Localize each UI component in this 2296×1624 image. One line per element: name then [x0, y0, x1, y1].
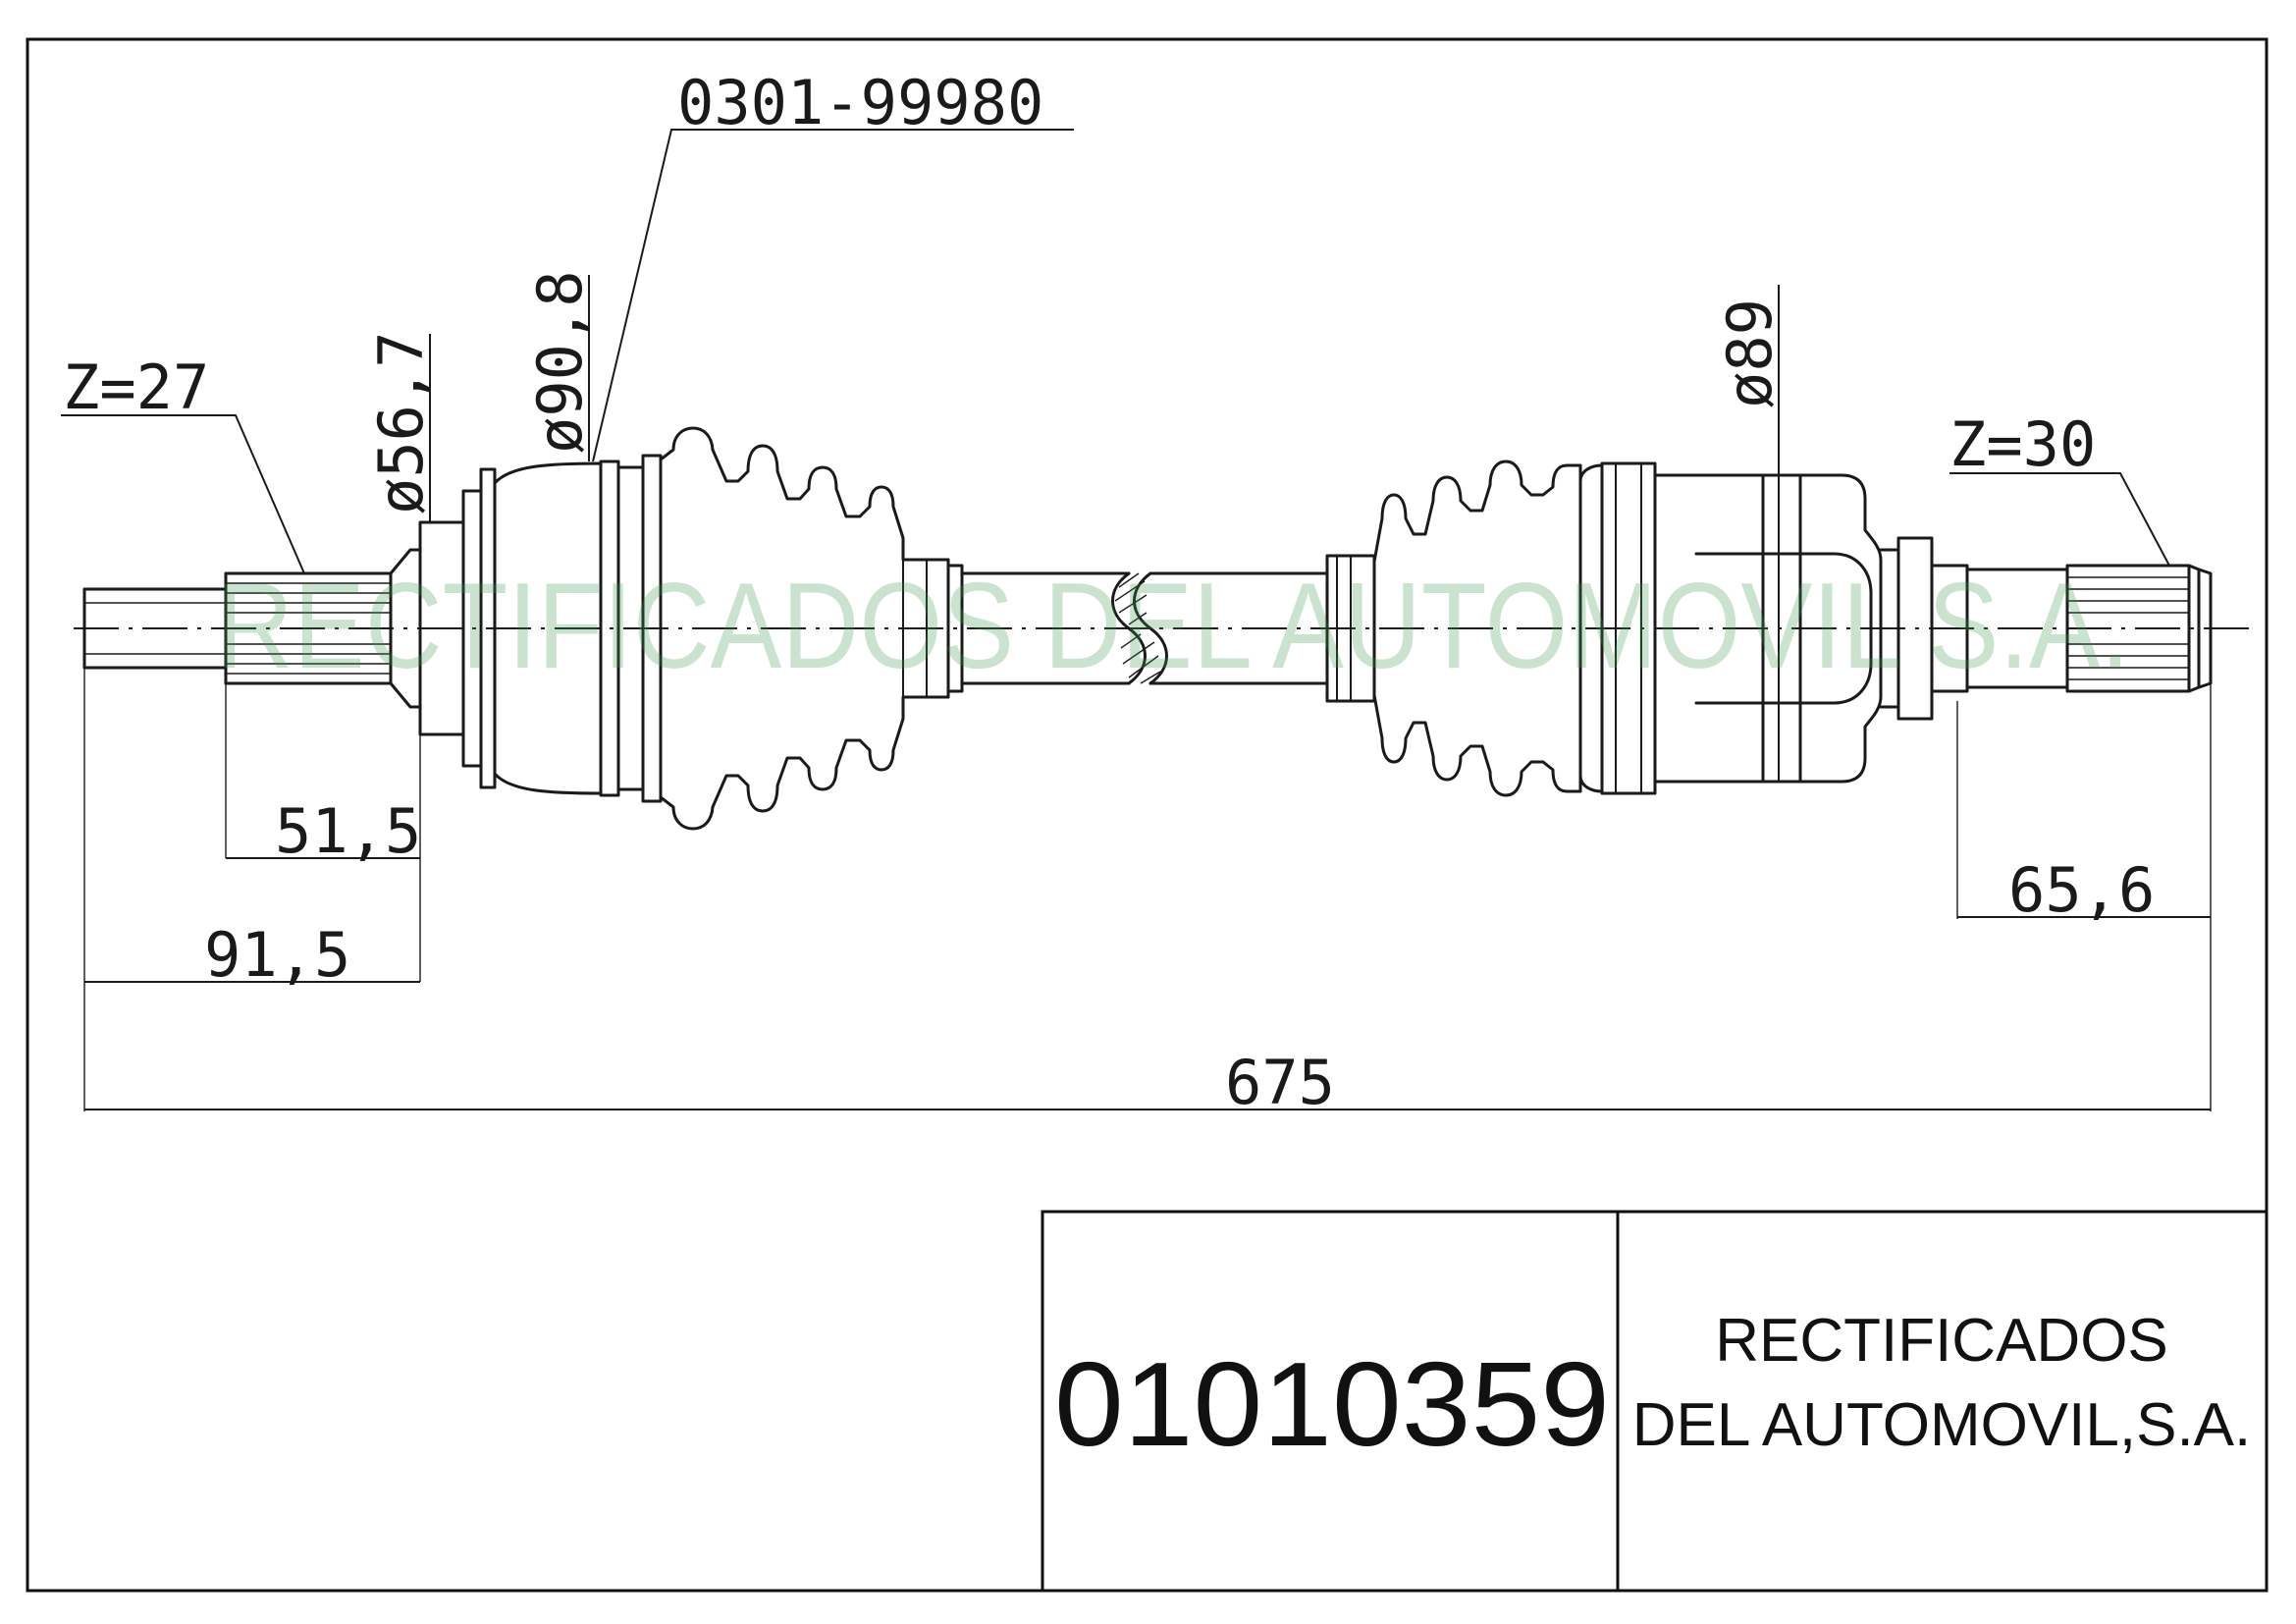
left-outer-joint [389, 467, 497, 789]
company-name-line2: DEL AUTOMOVIL,S.A. [1632, 1391, 2252, 1459]
inner-left-diameter-label: ø56,7 [365, 331, 437, 514]
boot-left-diameter-label: ø90,8 [524, 270, 596, 454]
right-splines-callout: Z=30 [1949, 408, 2170, 567]
part-number-label: 0301-99980 [677, 67, 1043, 138]
dim-left-stub-label: 91,5 [204, 919, 350, 991]
left-splines-callout: Z=27 [61, 352, 305, 574]
dim-left-spline-label: 51,5 [275, 795, 421, 867]
right-boot [1325, 460, 1657, 797]
watermark-text: RECTIFICADOS DEL AUTOMOVIL S.A. [216, 559, 2130, 694]
left-spline-section [224, 571, 393, 685]
drawing-code: 01010359 [1054, 1337, 1610, 1471]
company-name-line1: RECTIFICADOS [1715, 1307, 2168, 1375]
dimension-lines [83, 668, 2212, 1111]
part-number-callout: 0301-99980 [592, 67, 1074, 462]
right-splines-label: Z=30 [1949, 408, 2096, 480]
title-block [1041, 1210, 2269, 1593]
dim-overall-label: 675 [1225, 1047, 1335, 1118]
diameter-callouts: ø56,7 ø90,8 ø89 [365, 270, 1786, 522]
dim-right-stub-label: 65,6 [2008, 854, 2155, 926]
left-stub-shaft [82, 587, 228, 670]
intermediate-shaft [946, 564, 1329, 693]
boot-right-diameter-label: ø89 [1714, 298, 1786, 408]
left-splines-label: Z=27 [63, 352, 209, 423]
right-stub-shaft [1965, 564, 2213, 693]
